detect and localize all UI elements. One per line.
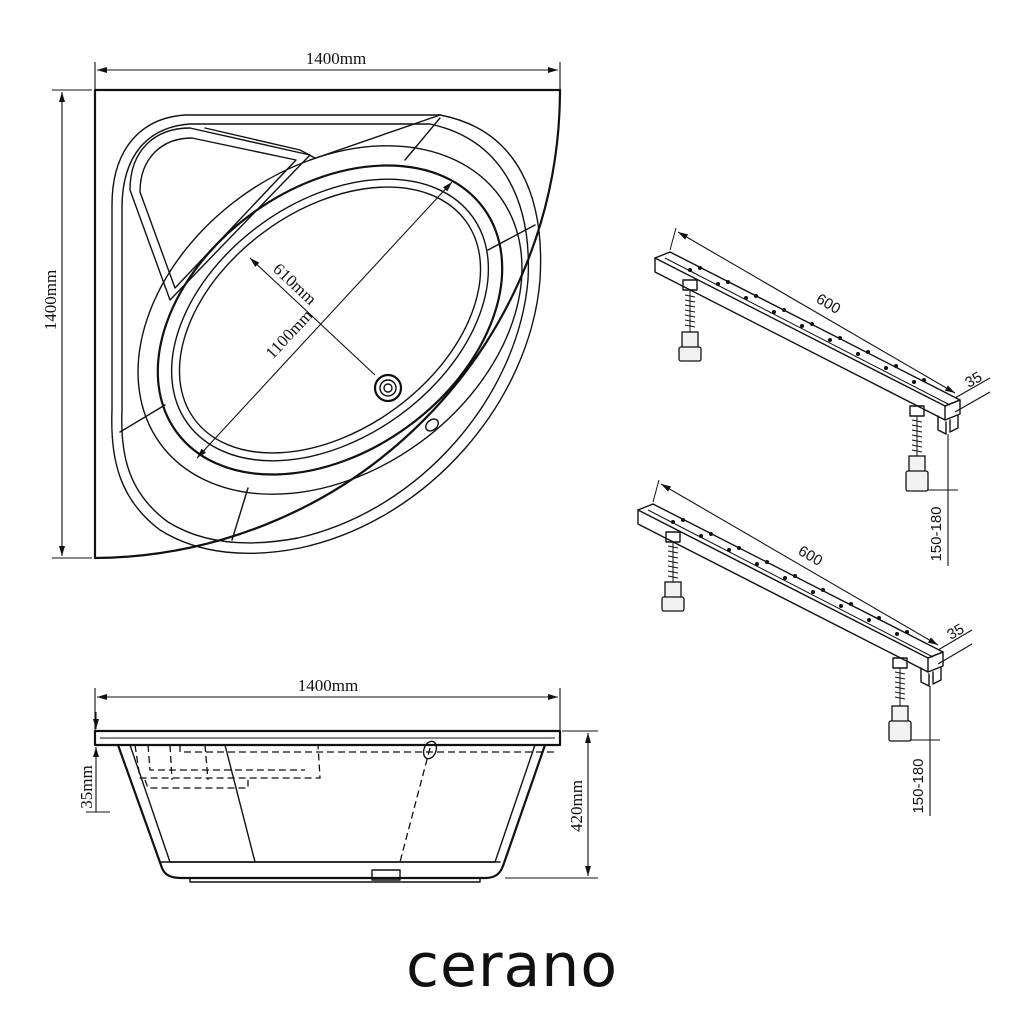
side-rim xyxy=(93,729,562,747)
brand-logo: cerano xyxy=(406,931,618,1001)
side-width-dimension: 1400mm xyxy=(94,676,561,730)
leg-2-height-label: 150-180 xyxy=(910,758,927,813)
side-width-label: 1400mm xyxy=(298,676,358,695)
top-width-label: 1400mm xyxy=(306,49,366,68)
leg-2-height-dimension: 150-180 xyxy=(910,686,940,816)
adjustable-foot xyxy=(905,405,929,492)
side-body xyxy=(116,743,547,880)
seat-backrest xyxy=(129,127,311,301)
side-view: 1400mm 35mm xyxy=(77,676,598,883)
side-height-dimension: 420mm xyxy=(505,730,598,879)
leg-1-height-label: 150-180 xyxy=(928,506,945,561)
basin xyxy=(156,164,504,476)
leg-1-height-dimension: 150-180 xyxy=(928,434,958,566)
leg-2-profile-label: 35 xyxy=(944,621,967,644)
top-height-label: 1400mm xyxy=(41,270,60,330)
adjustable-foot xyxy=(661,531,685,612)
leg-1-profile-label: 35 xyxy=(962,369,985,392)
side-height-label: 420mm xyxy=(567,780,586,832)
rail-holes xyxy=(671,518,909,636)
adjustable-foot xyxy=(888,657,912,742)
leg-2-length-dimension: 600 xyxy=(652,479,939,646)
side-rim-dimension: 35mm xyxy=(77,712,110,813)
basin-length-label: 1100mm xyxy=(262,306,317,363)
leg-2-profile-dimension: 35 xyxy=(937,621,973,665)
leg-2-length-label: 600 xyxy=(795,542,825,569)
drain-icon xyxy=(373,373,403,403)
tub-rim-inner xyxy=(111,114,542,554)
rail-holes xyxy=(688,266,926,384)
top-view: 1400mm 1400mm xyxy=(41,49,562,560)
leg-1: 600 35 150-180 xyxy=(654,227,991,566)
leg-2: 600 35 150-180 xyxy=(637,479,973,816)
leg-1-profile-dimension: 35 xyxy=(954,369,991,413)
side-rim-label: 35mm xyxy=(77,765,96,808)
leg-1-length-dimension: 600 xyxy=(669,227,956,394)
basin-width-label: 610mm xyxy=(269,259,320,308)
top-width-dimension: 1400mm xyxy=(94,49,561,90)
adjustable-foot xyxy=(678,279,702,362)
top-height-dimension: 1400mm xyxy=(41,89,92,559)
